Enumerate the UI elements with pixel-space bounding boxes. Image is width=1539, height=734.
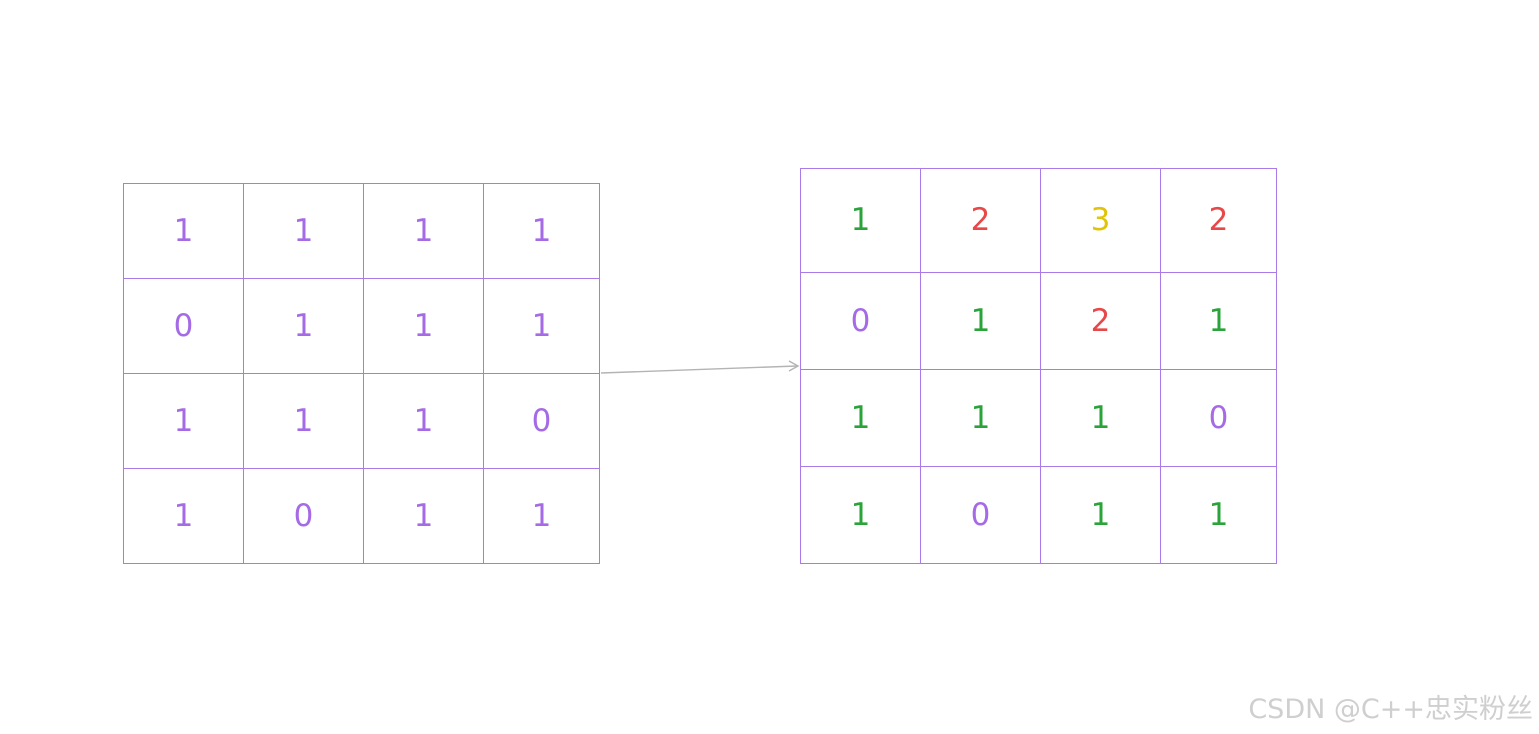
arrow-shaft: [600, 365, 798, 374]
watermark-text: CSDN @C++忠实粉丝: [1248, 694, 1533, 725]
output-matrix-cell: 2: [920, 167, 1041, 274]
output-matrix-cell: 0: [920, 466, 1041, 564]
output-matrix-cell: 1: [920, 369, 1041, 467]
output-matrix-cell: 1: [800, 466, 921, 564]
input-matrix-cell: 1: [123, 183, 244, 279]
output-matrix-cell: 1: [800, 369, 921, 467]
output-matrix-cell: 0: [1160, 369, 1277, 467]
input-matrix-cell: 1: [363, 373, 484, 469]
input-matrix-cell: 1: [123, 373, 244, 469]
output-matrix-cell: 1: [1160, 466, 1277, 564]
output-matrix-cell: 1: [920, 272, 1041, 371]
input-matrix-cell: 1: [483, 468, 600, 564]
output-matrix-cell: 2: [1040, 272, 1161, 371]
output-matrix-cell: 2: [1160, 167, 1277, 274]
output-matrix-cell: 1: [1040, 369, 1161, 467]
input-matrix-cell: 1: [243, 278, 364, 374]
input-matrix-cell: 1: [483, 183, 600, 279]
input-matrix-cell: 0: [483, 373, 600, 469]
output-matrix-cell: 1: [800, 167, 921, 274]
input-matrix-cell: 1: [363, 183, 484, 279]
input-matrix-cell: 1: [363, 468, 484, 564]
output-matrix-cell: 1: [1040, 466, 1161, 564]
input-matrix-cell: 1: [243, 183, 364, 279]
input-matrix-cell: 1: [363, 278, 484, 374]
input-matrix-cell: 0: [243, 468, 364, 564]
output-matrix-cell: 1: [1160, 272, 1277, 371]
output-matrix-cell: 3: [1040, 167, 1161, 274]
input-matrix-cell: 1: [123, 468, 244, 564]
arrow-head: [788, 360, 800, 372]
input-matrix-cell: 1: [483, 278, 600, 374]
input-matrix-cell: 1: [243, 373, 364, 469]
output-matrix-cell: 0: [800, 272, 921, 371]
input-matrix-cell: 0: [123, 278, 244, 374]
